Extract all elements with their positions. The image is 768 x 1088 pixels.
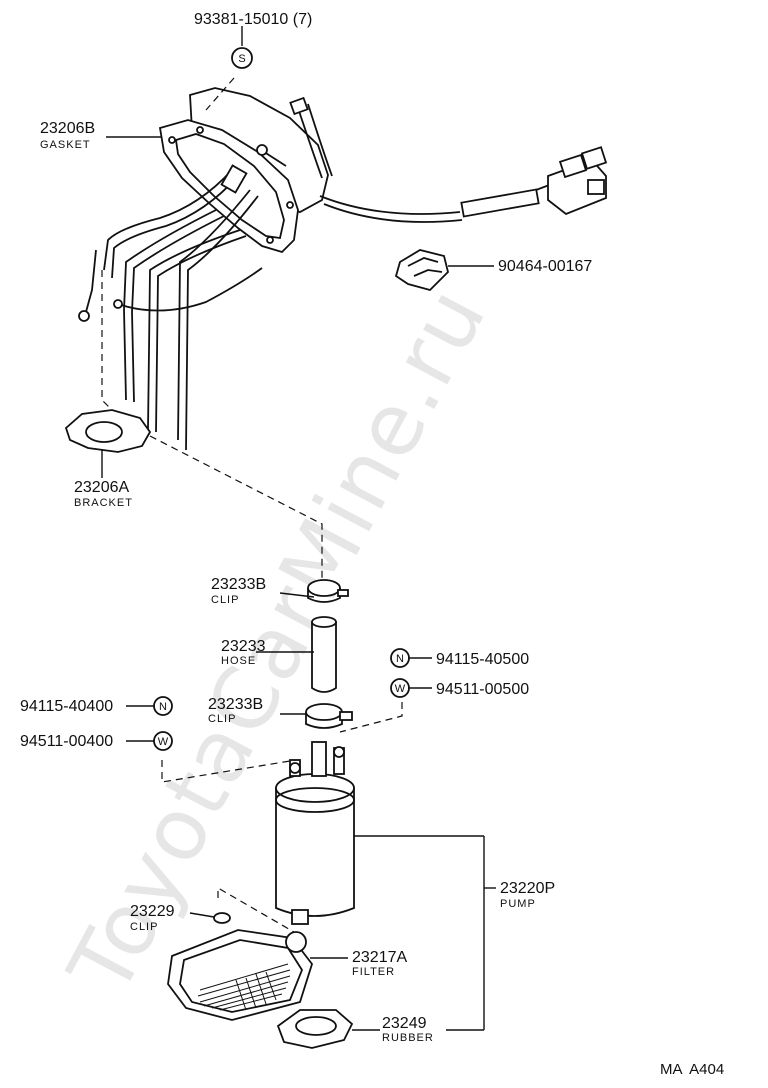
svg-text:W: W: [395, 683, 406, 695]
svg-text:W: W: [158, 736, 169, 748]
pump-part-number: 23220P: [500, 880, 555, 897]
rubber-cushion: [276, 1009, 354, 1049]
filter: [167, 929, 313, 1021]
upper-clip: [307, 579, 349, 603]
pump-part-name: PUMP: [500, 898, 536, 910]
filter-part-number: 23217A: [352, 949, 407, 966]
fuel-pump: [275, 741, 355, 925]
sender-gauge-assembly: [78, 87, 608, 451]
bracket-part-number: 23206A: [74, 479, 129, 496]
hose-part-number: 23233: [221, 638, 266, 655]
clamp-part-number: 90464-00167: [498, 258, 592, 275]
nut-left-part-number: 94115-40400: [20, 698, 113, 715]
filter-part-name: FILTER: [352, 966, 395, 978]
svg-text:S: S: [238, 53, 245, 65]
gasket-part-number: 23206B: [40, 120, 95, 137]
nut-right-part-number: 94115-40500: [436, 651, 529, 668]
hose: [311, 616, 337, 693]
small-clip-part-number: 23229: [130, 903, 175, 920]
bracket: [64, 409, 152, 453]
lower-clip-part-name: CLIP: [208, 713, 236, 725]
rubber-part-name: RUBBER: [382, 1032, 434, 1044]
screw-part-number: 93381-15010 (7): [194, 11, 312, 28]
wire-clamp: [394, 249, 449, 292]
upper-clip-part-number: 23233B: [211, 576, 266, 593]
lower-clip: [305, 703, 353, 729]
small-clip: [213, 912, 231, 924]
nut-right-symbol: N: [390, 648, 410, 668]
bracket-part-name: BRACKET: [74, 497, 133, 509]
washer-left-part-number: 94511-00400: [20, 733, 113, 750]
svg-text:N: N: [396, 653, 404, 665]
small-clip-part-name: CLIP: [130, 921, 158, 933]
lower-clip-part-number: 23233B: [208, 696, 263, 713]
washer-right-part-number: 94511-00500: [436, 681, 529, 698]
washer-right-symbol: W: [390, 678, 410, 698]
gasket-part-name: GASKET: [40, 139, 91, 151]
svg-text:N: N: [159, 701, 167, 713]
figure-code: MA A404: [660, 1061, 724, 1078]
washer-left-symbol: W: [153, 731, 173, 751]
hose-part-name: HOSE: [221, 655, 256, 667]
rubber-part-number: 23249: [382, 1015, 427, 1032]
upper-clip-part-name: CLIP: [211, 594, 239, 606]
nut-left-symbol: N: [153, 696, 173, 716]
screw-symbol: S: [231, 47, 253, 69]
wire-connector: [547, 146, 608, 216]
